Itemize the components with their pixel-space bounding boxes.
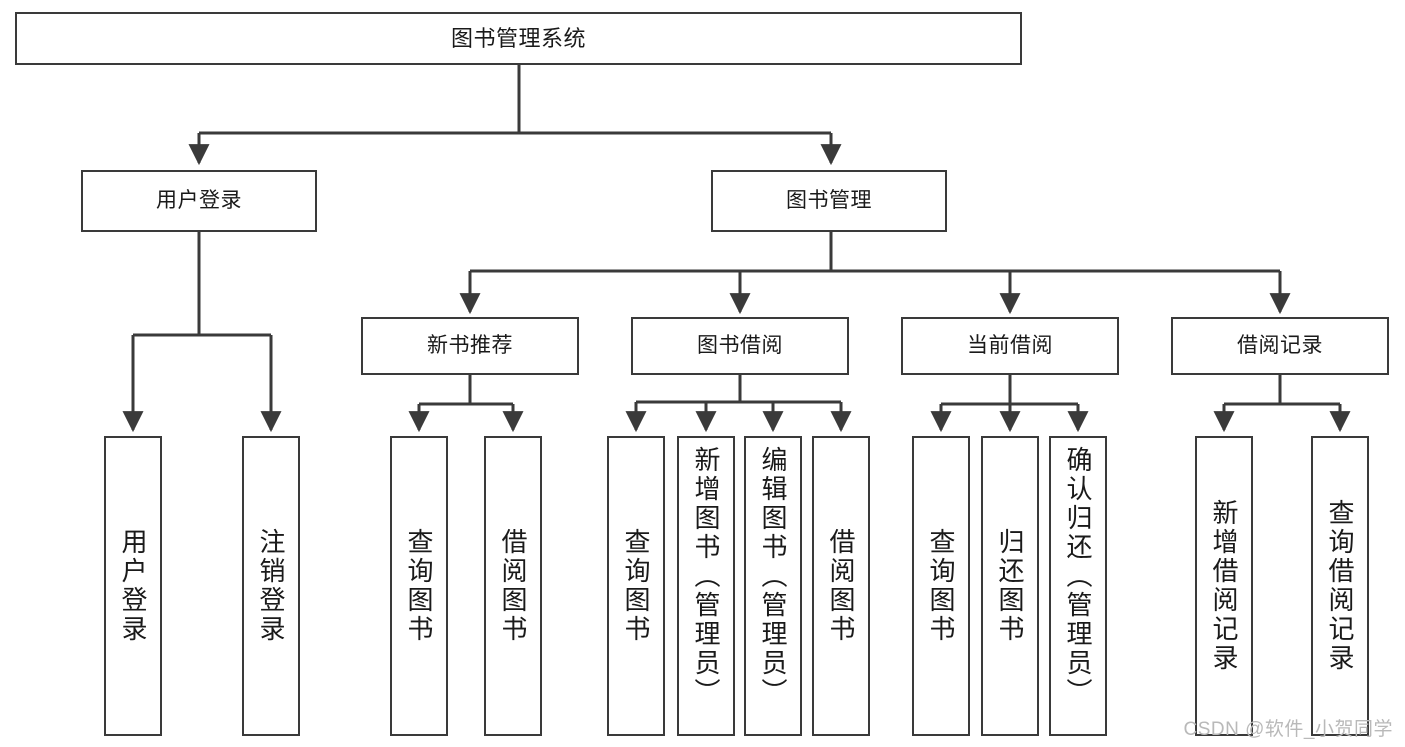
node-label: 查询借阅记录 — [1325, 499, 1355, 673]
node-book-manage[interactable]: 图书管理 — [711, 170, 947, 232]
node-root-system[interactable]: 图书管理系统 — [15, 12, 1022, 65]
node-leaf-add-record[interactable]: 新增借阅记录 — [1195, 436, 1253, 736]
node-label: 查询图书 — [621, 528, 651, 644]
node-leaf-query-book-1[interactable]: 查询图书 — [390, 436, 448, 736]
node-leaf-query-book-2[interactable]: 查询图书 — [607, 436, 665, 736]
node-label: 借阅图书 — [498, 528, 528, 644]
node-new-book-recommend[interactable]: 新书推荐 — [361, 317, 579, 375]
node-leaf-confirm-return[interactable]: 确认归还（管理员） — [1049, 436, 1107, 736]
node-label: 用户登录 — [156, 188, 242, 212]
node-leaf-query-book-3[interactable]: 查询图书 — [912, 436, 970, 736]
node-current-borrow[interactable]: 当前借阅 — [901, 317, 1119, 375]
node-label: 图书管理 — [786, 188, 872, 212]
node-label: 新书推荐 — [427, 333, 513, 357]
node-label: 新增图书（管理员） — [691, 446, 721, 707]
node-borrow-record[interactable]: 借阅记录 — [1171, 317, 1389, 375]
node-label: 注销登录 — [256, 528, 286, 644]
watermark-text: CSDN @软件_小贺同学 — [1183, 719, 1393, 740]
node-leaf-return-book[interactable]: 归还图书 — [981, 436, 1039, 736]
node-label: 确认归还（管理员） — [1063, 446, 1093, 707]
node-label: 图书管理系统 — [450, 25, 586, 51]
node-leaf-borrow-book-2[interactable]: 借阅图书 — [812, 436, 870, 736]
node-label: 借阅图书 — [826, 528, 856, 644]
node-leaf-query-record[interactable]: 查询借阅记录 — [1311, 436, 1369, 736]
node-leaf-logout-login[interactable]: 注销登录 — [242, 436, 300, 736]
node-leaf-add-book[interactable]: 新增图书（管理员） — [677, 436, 735, 736]
node-leaf-user-login[interactable]: 用户登录 — [104, 436, 162, 736]
node-label: 当前借阅 — [967, 333, 1053, 357]
node-label: 图书借阅 — [697, 333, 783, 357]
node-label: 编辑图书（管理员） — [758, 446, 788, 707]
node-label: 用户登录 — [118, 528, 148, 644]
node-label: 查询图书 — [926, 528, 956, 644]
node-leaf-edit-book[interactable]: 编辑图书（管理员） — [744, 436, 802, 736]
node-label: 新增借阅记录 — [1209, 499, 1239, 673]
node-user-login[interactable]: 用户登录 — [81, 170, 317, 232]
node-label: 归还图书 — [995, 528, 1025, 644]
node-label: 查询图书 — [404, 528, 434, 644]
node-leaf-borrow-book-1[interactable]: 借阅图书 — [484, 436, 542, 736]
node-label: 借阅记录 — [1237, 333, 1323, 357]
node-book-borrow[interactable]: 图书借阅 — [631, 317, 849, 375]
